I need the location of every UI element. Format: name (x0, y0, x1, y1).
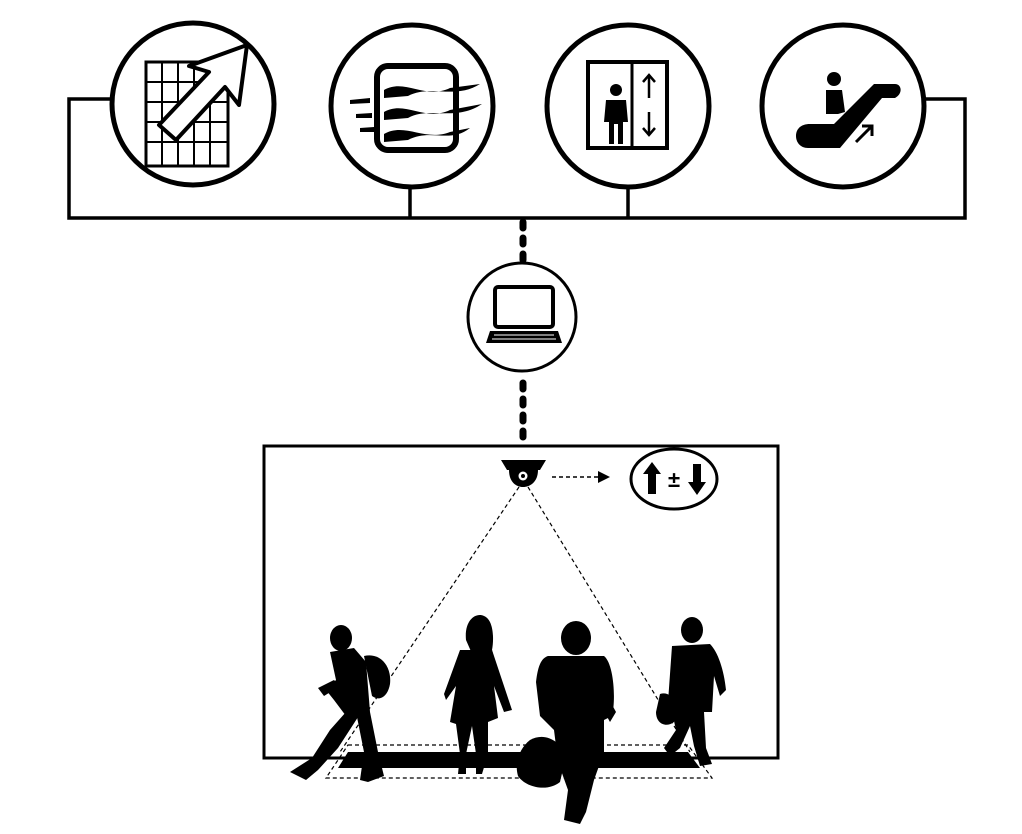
escalator-node (759, 22, 927, 190)
counter-plus-minus-label: ± (668, 467, 680, 492)
camera-counter-arrow (552, 471, 610, 483)
ceiling-camera-icon (501, 460, 546, 487)
person-backpack (290, 625, 391, 782)
building-growth-icon (144, 43, 249, 168)
person-right (656, 617, 726, 766)
building-systems-bus (67, 97, 967, 220)
laptop-node (466, 261, 578, 373)
person-foreground (516, 621, 616, 824)
elevator-node (544, 22, 712, 190)
elevator-icon (586, 60, 669, 150)
camera-field-of-view (324, 486, 714, 779)
laptop-icon (486, 285, 562, 343)
people-counter-icon: ± (629, 447, 719, 511)
person-woman (444, 615, 512, 774)
building-growth-node (109, 20, 277, 188)
hvac-airflow-icon (350, 63, 482, 153)
escalator-icon (796, 72, 901, 148)
hvac-node (328, 22, 496, 190)
